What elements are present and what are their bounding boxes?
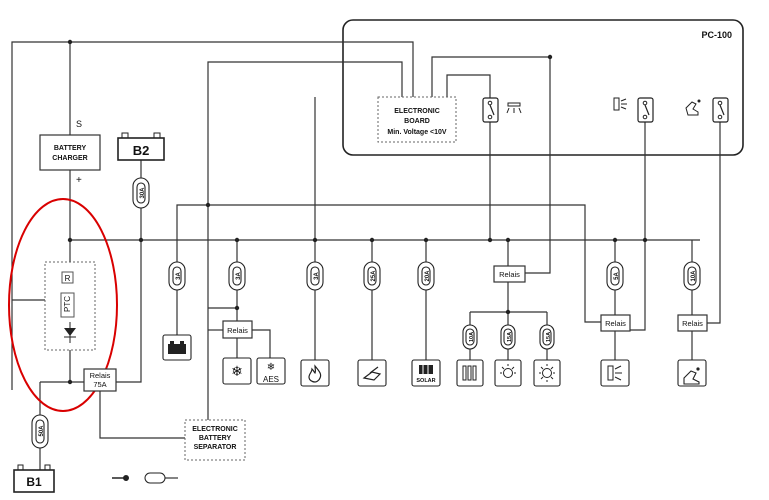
- panel-switches: [482, 97, 729, 123]
- solar-label: SOLAR: [416, 378, 435, 384]
- svg-text:30A: 30A: [140, 187, 146, 199]
- fuse-9: 5A: [606, 261, 624, 291]
- water-pump-icon: [685, 99, 701, 116]
- heater-flame-icon: [300, 359, 330, 387]
- svg-text:20A: 20A: [425, 270, 431, 282]
- terminal-plus: +: [76, 175, 82, 186]
- battery-b2-label: B2: [133, 143, 150, 158]
- solar-icon: SOLAR: [411, 359, 441, 387]
- battery-charger-label-2: CHARGER: [52, 155, 87, 162]
- separator-label-3: SEPARATOR: [194, 444, 237, 451]
- fuse-3: 3A: [306, 261, 324, 291]
- relais-boxes: Relais Relais Relais Relais: [222, 265, 708, 339]
- ptc-label: PTC: [63, 296, 72, 312]
- svg-text:15A: 15A: [507, 332, 513, 342]
- svg-text:3A: 3A: [176, 271, 182, 279]
- junctions: [67, 39, 648, 385]
- fuse-2: 3A: [228, 261, 246, 291]
- aes-icon: ❄ AES: [256, 357, 286, 385]
- radiator-icon: [456, 359, 484, 387]
- svg-text:50A: 50A: [39, 425, 45, 437]
- battery-b2: B2: [117, 132, 165, 161]
- fuse-5: 20A: [417, 261, 435, 291]
- svg-text:Relais: Relais: [682, 319, 703, 328]
- pump-switch[interactable]: [712, 97, 729, 123]
- fuse-b1: 50A: [31, 414, 49, 449]
- relais-main-label: Relais: [90, 371, 111, 380]
- step-light-icon: [613, 97, 627, 111]
- battery-b1: B1: [13, 464, 55, 493]
- svg-text:10A: 10A: [469, 332, 475, 342]
- fuse-7: 15A: [500, 324, 516, 350]
- relais-lights: Relais: [493, 265, 526, 283]
- fuse-8: 15A: [539, 324, 555, 350]
- battery-b1-label: B1: [26, 475, 42, 489]
- panel-title: PC-100: [701, 30, 732, 40]
- battery-charger: BATTERY CHARGER S +: [39, 119, 101, 186]
- ptc-r-label: R: [65, 274, 71, 283]
- fuse-1: 3A: [168, 261, 186, 291]
- svg-text:10A: 10A: [691, 270, 697, 282]
- electronic-board-label-2: BOARD: [404, 118, 430, 125]
- svg-text:15A: 15A: [546, 332, 552, 342]
- battery-charger-label-1: BATTERY: [54, 145, 87, 152]
- sun-lamp-icon: [533, 359, 561, 387]
- fridge-icon: ❄: [222, 357, 252, 385]
- svg-text:❄: ❄: [231, 363, 243, 379]
- electronic-board: ELECTRONIC BOARD Min. Voltage <10V: [377, 96, 457, 143]
- aes-label: AES: [263, 375, 279, 384]
- ceiling-light-icon: [506, 102, 522, 114]
- svg-text:5A: 5A: [614, 271, 620, 279]
- key-plug: [112, 472, 166, 484]
- battery-separator: ELECTRONIC BATTERY SEPARATOR: [184, 419, 246, 461]
- tv-antenna-icon: [357, 359, 387, 387]
- fuse-4: 25A: [363, 261, 381, 291]
- fuse-10: 10A: [683, 261, 701, 291]
- relais-pump: Relais: [677, 314, 708, 332]
- load-icons: ❄ ❄ AES SOLAR: [162, 334, 707, 387]
- svg-text:Relais: Relais: [499, 270, 520, 279]
- electronic-board-label-1: ELECTRONIC: [394, 108, 440, 115]
- svg-text:Relais: Relais: [227, 326, 248, 335]
- lamp-icon: [494, 359, 522, 387]
- fuse-6: 10A: [462, 324, 478, 350]
- svg-text:3A: 3A: [314, 271, 320, 279]
- light-switch[interactable]: [482, 97, 499, 123]
- svg-text:25A: 25A: [371, 270, 377, 282]
- water-pump-load-icon: [677, 359, 707, 387]
- battery-load-icon: [162, 334, 192, 361]
- ptc-block: R PTC: [44, 261, 96, 351]
- relais-main: Relais 75A: [83, 368, 117, 392]
- fuses: 30A 50A 3A 3A 3A 25A 20A 10A: [31, 177, 701, 449]
- relais-fridge: Relais: [222, 320, 253, 339]
- separator-label-2: BATTERY: [199, 435, 232, 442]
- svg-text:3A: 3A: [236, 271, 242, 279]
- terminal-s: S: [76, 119, 82, 129]
- separator-label-1: ELECTRONIC: [192, 426, 238, 433]
- svg-text:❄: ❄: [267, 362, 275, 373]
- electronic-board-label-3: Min. Voltage <10V: [387, 129, 447, 136]
- highlight-circle: [8, 198, 118, 412]
- step-light-load-icon: [600, 359, 630, 387]
- relais-step: Relais: [600, 314, 631, 332]
- svg-text:Relais: Relais: [605, 319, 626, 328]
- relais-main-rating: 75A: [93, 380, 106, 389]
- step-switch[interactable]: [637, 97, 654, 123]
- fuse-b2: 30A: [132, 177, 150, 209]
